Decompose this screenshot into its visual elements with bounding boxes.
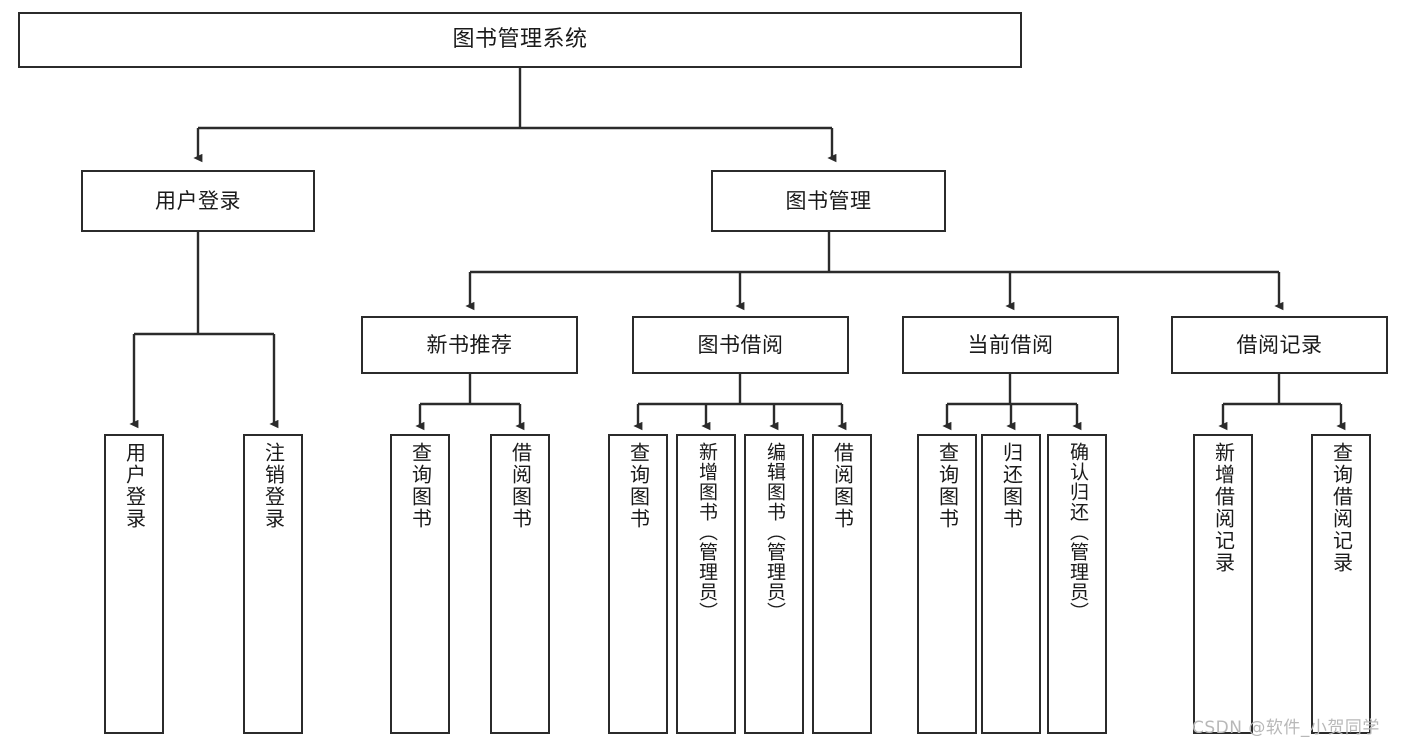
node-label: 注销登录 <box>261 442 286 530</box>
node-label: 图书管理系统 <box>452 27 588 53</box>
leaf-user-login-signout[interactable]: 注销登录 <box>243 434 303 734</box>
node-label: 用户登录 <box>122 442 147 530</box>
node-label: 新书推荐 <box>426 332 513 357</box>
node-label: 查询借阅记录 <box>1329 442 1354 574</box>
node-label: 归还图书 <box>999 442 1024 530</box>
node-label: 借阅记录 <box>1236 332 1323 357</box>
node-label: 借阅图书 <box>508 442 533 530</box>
node-label: 查询图书 <box>408 442 433 530</box>
leaf-book-borrow-edit[interactable]: 编辑图书（管理员） <box>744 434 804 734</box>
node-label: 编辑图书（管理员） <box>763 442 786 622</box>
leaf-new-book-borrow[interactable]: 借阅图书 <box>490 434 550 734</box>
node-user-login[interactable]: 用户登录 <box>81 170 315 232</box>
node-label: 新增图书（管理员） <box>695 442 718 622</box>
node-label: 查询图书 <box>935 442 960 530</box>
node-label: 当前借阅 <box>967 332 1054 357</box>
leaf-book-borrow-lend[interactable]: 借阅图书 <box>812 434 872 734</box>
leaf-book-borrow-add[interactable]: 新增图书（管理员） <box>676 434 736 734</box>
node-label: 借阅图书 <box>830 442 855 530</box>
leaf-borrow-record-query[interactable]: 查询借阅记录 <box>1311 434 1371 734</box>
leaf-book-borrow-query[interactable]: 查询图书 <box>608 434 668 734</box>
node-book-borrow[interactable]: 图书借阅 <box>632 316 849 374</box>
node-new-book-recommend[interactable]: 新书推荐 <box>361 316 578 374</box>
node-book-management[interactable]: 图书管理 <box>711 170 946 232</box>
leaf-current-borrow-confirm-return[interactable]: 确认归还（管理员） <box>1047 434 1107 734</box>
leaf-user-login-signin[interactable]: 用户登录 <box>104 434 164 734</box>
leaf-current-borrow-query[interactable]: 查询图书 <box>917 434 977 734</box>
leaf-borrow-record-add[interactable]: 新增借阅记录 <box>1193 434 1253 734</box>
node-label: 查询图书 <box>626 442 651 530</box>
leaf-current-borrow-return[interactable]: 归还图书 <box>981 434 1041 734</box>
node-system-root[interactable]: 图书管理系统 <box>18 12 1022 68</box>
node-label: 图书管理 <box>785 188 872 213</box>
node-borrow-record[interactable]: 借阅记录 <box>1171 316 1388 374</box>
leaf-new-book-query[interactable]: 查询图书 <box>390 434 450 734</box>
node-current-borrow[interactable]: 当前借阅 <box>902 316 1119 374</box>
node-label: 图书借阅 <box>697 332 784 357</box>
node-label: 新增借阅记录 <box>1211 442 1236 574</box>
node-label: 确认归还（管理员） <box>1066 442 1089 622</box>
node-label: 用户登录 <box>155 188 241 213</box>
